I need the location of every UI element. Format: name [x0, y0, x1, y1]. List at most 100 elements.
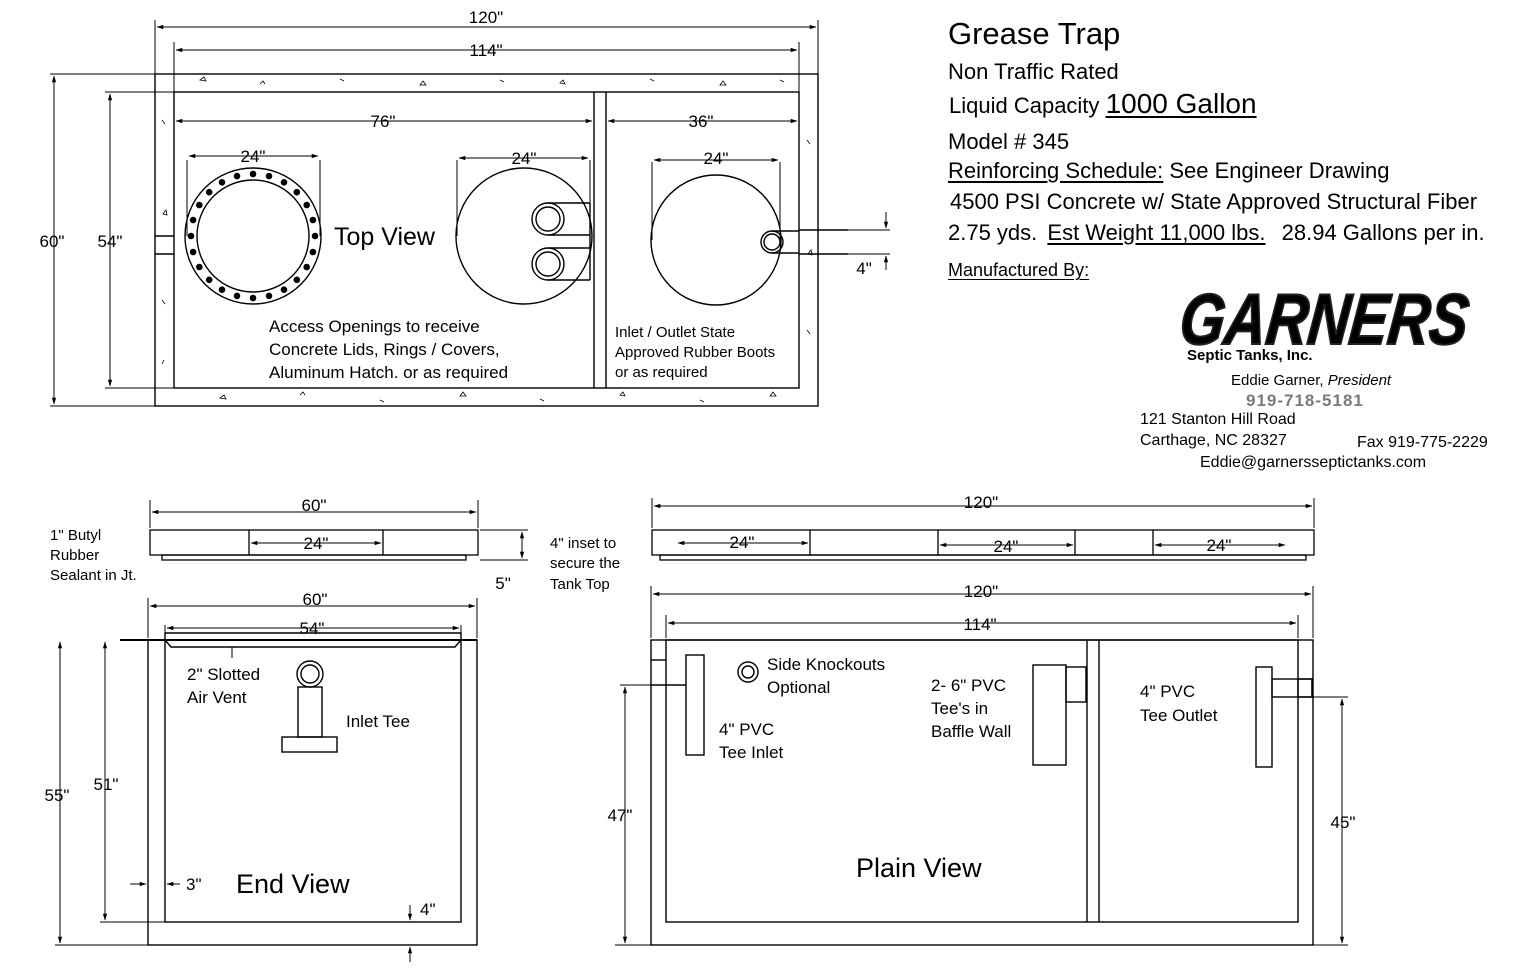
baffle-label-2: Tee's in [931, 699, 988, 718]
spec-quantities: 2.75 yds. Est Weight 11,000 lbs. 28.94 G… [948, 220, 1485, 246]
manufactured-by: Manufactured By: [948, 260, 1090, 280]
reinforcing-value: See Engineer Drawing [1169, 158, 1390, 183]
note-access-2: Concrete Lids, Rings / Covers, [269, 340, 500, 359]
lid-large [651, 498, 1315, 561]
spec-gallons-per-inch: 28.94 Gallons per in. [1281, 220, 1485, 245]
company-email: Eddie@garnersseptictanks.com [1200, 454, 1427, 471]
lid-large-opening-3: 24" [1207, 536, 1232, 555]
dim-inner-width: 54" [98, 232, 123, 251]
dim-opening-1: 24" [241, 147, 266, 166]
dim-compartment-2: 36" [689, 112, 714, 131]
concrete-hatch-top [161, 76, 813, 403]
bolt-hole [249, 294, 257, 302]
bolt-hole [189, 248, 197, 256]
bolt-hole [293, 188, 301, 196]
vent-label-2: Air Vent [187, 688, 247, 707]
bolt-hole [293, 276, 301, 284]
sealant-note-1: 1" Butyl [50, 527, 101, 544]
bolt-hole [205, 188, 213, 196]
note-boots-1: Inlet / Outlet State [615, 324, 735, 341]
end-wall: 3" [186, 875, 202, 894]
capacity-value: 1000 Gallon [1105, 88, 1257, 119]
spec-reinforcing: Reinforcing Schedule: See Engineer Drawi… [948, 158, 1390, 184]
spec-weight: Est Weight 11,000 lbs. [1047, 220, 1266, 245]
spec-traffic: Non Traffic Rated [948, 59, 1119, 84]
knockout-label-1: Side Knockouts [767, 655, 885, 674]
lid-large-width: 120" [964, 493, 998, 512]
dim-pipe-offset: 4" [856, 259, 872, 278]
top-view-text: 120" 114" 76" 36" 24" 24" 24" 60" 54" 4"… [40, 8, 872, 382]
bolt-hole [195, 201, 203, 209]
company-contact: Eddie Garner, President [1231, 372, 1391, 389]
sealant-note-3: Sealant in Jt. [50, 567, 137, 584]
dim-overall-width: 60" [40, 232, 65, 251]
top-view [50, 20, 890, 407]
contact-name: Eddie Garner, [1231, 372, 1324, 389]
knockout-label-2: Optional [767, 678, 830, 697]
contact-title: President [1327, 372, 1392, 389]
end-floor: 4" [420, 900, 436, 919]
plain-inlet-height: 47" [608, 806, 633, 825]
company-fax: Fax 919-775-2229 [1357, 434, 1488, 451]
company-address-2: Carthage, NC 28327 [1140, 432, 1287, 449]
bolt-hole [218, 178, 226, 186]
end-view [55, 598, 478, 962]
bolt-hole [303, 263, 311, 271]
baffle-label-3: Baffle Wall [931, 722, 1011, 741]
lid-large-opening-1: 24" [730, 533, 755, 552]
lid-small [149, 500, 528, 561]
bolt-hole [311, 232, 319, 240]
plain-view [615, 586, 1348, 946]
inlet-tee-end [297, 686, 323, 738]
spec-capacity: Liquid Capacity 1000 Gallon [949, 88, 1257, 120]
spec-title: Grease Trap [948, 16, 1121, 51]
logo-wordmark: GARNERS [1176, 280, 1472, 360]
end-height: 55" [45, 786, 70, 805]
access-opening-3 [650, 174, 782, 306]
lid-small-width: 60" [302, 496, 327, 515]
inlet-label-1: 4" PVC [719, 720, 774, 739]
bolt-hole [205, 276, 213, 284]
top-view-title: Top View [334, 223, 436, 251]
inlet-tee-label: Inlet Tee [346, 712, 410, 731]
bolt-hole [189, 216, 197, 224]
plain-length: 120" [964, 582, 998, 601]
vent-label-1: 2" Slotted [187, 665, 260, 684]
inset-note-3: Tank Top [550, 576, 610, 593]
baffle-label-1: 2- 6" PVC [931, 676, 1006, 695]
company-address-1: 121 Stanton Hill Road [1140, 411, 1296, 428]
access-opening-2 [455, 167, 593, 305]
end-view-title: End View [236, 869, 350, 899]
lid-small-opening: 24" [304, 534, 329, 553]
lid-small-thickness: 5" [495, 574, 511, 593]
outlet-tee-plain [1255, 666, 1273, 768]
dim-opening-2: 24" [512, 149, 537, 168]
capacity-label: Liquid Capacity [949, 93, 1100, 118]
spec-model: Model # 345 [948, 129, 1070, 154]
tank-outline-top [154, 73, 819, 407]
spec-yards: 2.75 yds. [948, 220, 1038, 245]
baffle-tee [1032, 664, 1067, 766]
note-boots-2: Approved Rubber Boots [615, 344, 775, 361]
dim-inner-length: 114" [469, 41, 502, 60]
access-ring-opening [184, 167, 322, 305]
note-boots-3: or as required [615, 364, 708, 381]
bolt-hole [309, 216, 317, 224]
end-inner-height: 51" [94, 775, 119, 794]
bolt-hole [280, 178, 288, 186]
note-access-1: Access Openings to receive [269, 317, 480, 336]
plain-inner-length: 114" [963, 615, 996, 634]
bolt-hole [187, 232, 195, 240]
end-width: 60" [303, 590, 328, 609]
bolt-hole [303, 201, 311, 209]
bolt-hole [249, 170, 257, 178]
plain-view-title: Plain View [856, 853, 982, 883]
dim-compartment-1: 76" [371, 112, 396, 131]
bolt-hole [233, 292, 241, 300]
company-phone: 919-718-5181 [1246, 391, 1364, 410]
company-subtitle: Septic Tanks, Inc. [1187, 347, 1313, 364]
sealant-note-2: Rubber [50, 547, 99, 564]
outlet-label-1: 4" PVC [1140, 682, 1195, 701]
end-inner-width: 54" [300, 619, 325, 638]
